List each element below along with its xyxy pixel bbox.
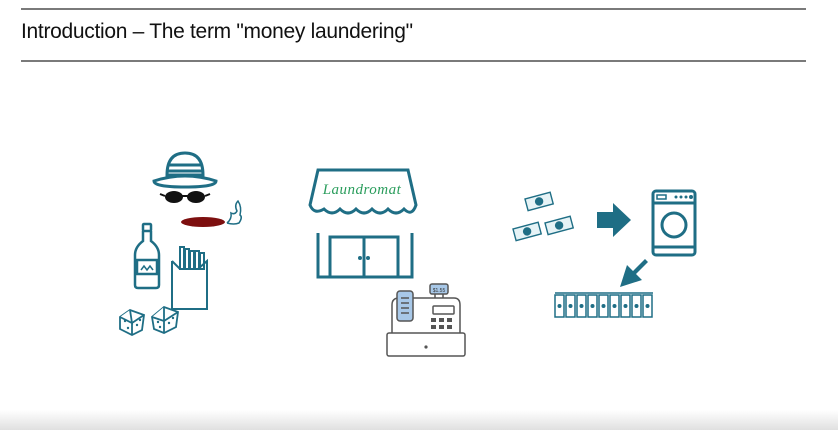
criminal-illustration [119, 151, 243, 337]
storefront-doors-icon [316, 233, 414, 279]
lips-icon [181, 217, 225, 227]
clean-money-line-icon [554, 292, 653, 318]
laundromat-sign: Laundromat [322, 182, 402, 198]
hat-icon [152, 151, 218, 189]
title-divider [21, 60, 806, 62]
arrow-right-icon [597, 203, 631, 237]
laundromat-illustration: Laundromat $1.55 [308, 168, 466, 357]
sunglasses-icon [159, 191, 211, 203]
dirty-money-icon [512, 191, 575, 242]
bottom-fade [0, 410, 838, 430]
slide-title: Introduction – The term "money launderin… [21, 20, 413, 43]
bottle-icon [133, 222, 161, 290]
smoke-icon [226, 199, 243, 225]
dice-icon [119, 305, 179, 337]
cigarette-pack-icon [171, 246, 208, 310]
awning-icon [308, 168, 418, 215]
cash-register-icon [386, 283, 466, 357]
top-divider [21, 8, 806, 10]
register-price: $1.55 [433, 288, 446, 294]
laundering-process-illustration [512, 189, 697, 318]
arrow-down-left-icon [620, 259, 648, 287]
washing-machine-icon [651, 189, 697, 257]
